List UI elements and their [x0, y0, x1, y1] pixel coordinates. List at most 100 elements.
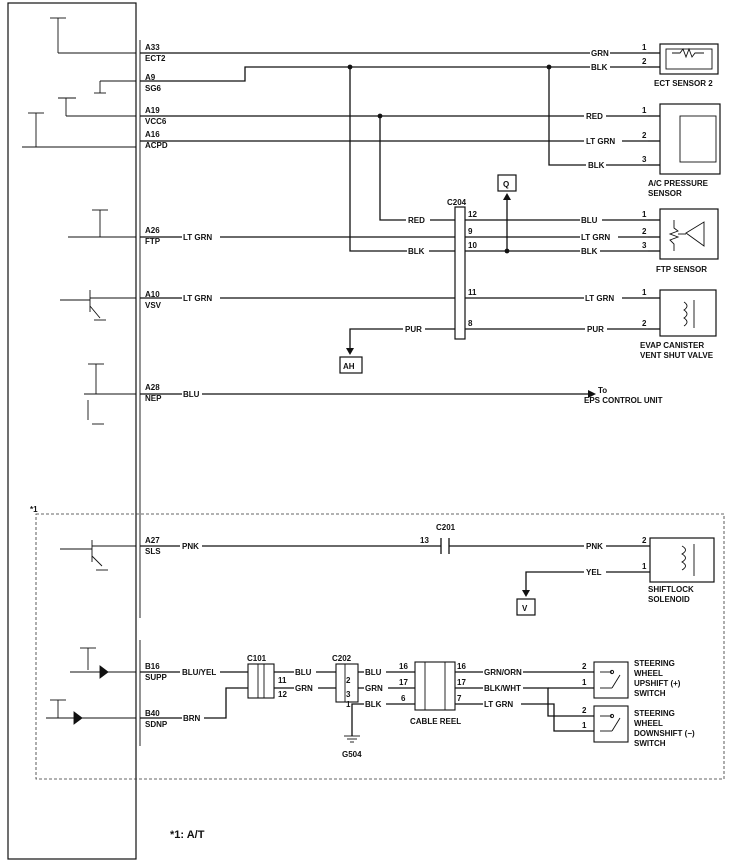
connector-label: C201: [436, 523, 456, 532]
svg-text:EPS CONTROL UNIT: EPS CONTROL UNIT: [584, 396, 663, 405]
svg-text:SHIFTLOCK: SHIFTLOCK: [648, 585, 694, 594]
svg-text:YEL: YEL: [586, 568, 602, 577]
svg-text:PNK: PNK: [182, 542, 199, 551]
wire-color-labels-upper: GRN BLK RED LT GRN BLK RED LT GRN BLK BL…: [182, 47, 622, 399]
connector-c202: C202 2 3 1: [332, 654, 359, 709]
ac-pressure-sensor: 1 2 3 A/C PRESSURE SENSOR: [642, 103, 721, 198]
svg-text:LT GRN: LT GRN: [183, 294, 212, 303]
pin-name: SG6: [145, 84, 162, 93]
svg-text:GRN: GRN: [591, 49, 609, 58]
pin-number: A10: [145, 290, 160, 299]
svg-text:C101: C101: [247, 654, 267, 663]
connector-c204: C204 12 9 10 11 8: [447, 198, 477, 340]
svg-text:16: 16: [457, 662, 466, 671]
pin-name: VCC6: [145, 117, 167, 126]
shiftlock-circuit: C201 13 PNK PNK YEL V 2 1 SHIFTLOCK SOLE…: [140, 523, 715, 616]
svg-text:Q: Q: [503, 180, 509, 189]
svg-text:C202: C202: [332, 654, 352, 663]
svg-text:A/C PRESSURE: A/C PRESSURE: [648, 179, 709, 188]
svg-text:1: 1: [582, 678, 587, 687]
wire-red-branch: [379, 116, 455, 221]
svg-text:LT GRN: LT GRN: [586, 137, 615, 146]
svg-text:SENSOR: SENSOR: [648, 189, 682, 198]
svg-text:BLK: BLK: [588, 161, 605, 170]
reference-ah: AH: [339, 356, 363, 374]
svg-text:CABLE REEL: CABLE REEL: [410, 717, 461, 726]
at-section: *1: [30, 505, 725, 780]
evap-canister-vent-shut-valve: 1 2 EVAP CANISTER VENT SHUT VALVE: [640, 288, 717, 360]
connector-label: C204: [447, 198, 467, 207]
steering-wheel-upshift-switch: 2 1 STEERING WHEEL UPSHIFT (+) SWITCH: [582, 659, 681, 699]
svg-text:11: 11: [468, 288, 477, 297]
pin-number: A28: [145, 383, 160, 392]
pin-name: ECT2: [145, 54, 166, 63]
svg-text:12: 12: [468, 210, 477, 219]
svg-text:2: 2: [642, 536, 647, 545]
eps-destination: To EPS CONTROL UNIT: [584, 386, 663, 405]
svg-text:FTP SENSOR: FTP SENSOR: [656, 265, 707, 274]
svg-text:BLK: BLK: [365, 700, 382, 709]
svg-text:LT GRN: LT GRN: [183, 233, 212, 242]
svg-text:STEERING: STEERING: [634, 709, 675, 718]
pin-name: NEP: [145, 394, 162, 403]
svg-text:1: 1: [642, 210, 647, 219]
svg-text:RED: RED: [586, 112, 603, 121]
svg-text:17: 17: [457, 678, 466, 687]
svg-text:PUR: PUR: [587, 325, 604, 334]
wire-pur: [349, 328, 455, 352]
reference-q: Q: [497, 174, 517, 192]
pin-number: A26: [145, 226, 160, 235]
pin-name: SLS: [145, 547, 161, 556]
pin-name: SUPP: [145, 673, 167, 682]
reference-v: [516, 598, 536, 616]
svg-text:LT GRN: LT GRN: [585, 294, 614, 303]
wire-blk-branch: [349, 67, 455, 252]
note-mark: *1: [30, 505, 38, 514]
pin-name: FTP: [145, 237, 161, 246]
svg-text:2: 2: [642, 319, 647, 328]
ground-g504: G504: [342, 735, 362, 759]
footnote: *1: A/T: [170, 829, 205, 841]
svg-text:G504: G504: [342, 750, 362, 759]
svg-text:2: 2: [582, 662, 587, 671]
component-label: ECT SENSOR 2: [654, 79, 713, 88]
pin-number: A19: [145, 106, 160, 115]
paddle-shift-circuit: BLU/YEL BRN C101 11 12 BLU GRN C202 2 3 …: [140, 654, 695, 759]
svg-text:1: 1: [642, 562, 647, 571]
svg-text:16: 16: [399, 662, 408, 671]
svg-text:1: 1: [642, 106, 647, 115]
pin-name: ACPD: [145, 141, 168, 150]
svg-text:VENT SHUT VALVE: VENT SHUT VALVE: [640, 351, 714, 360]
steering-wheel-downshift-switch: 2 1 STEERING WHEEL DOWNSHIFT (−) SWITCH: [582, 705, 695, 748]
svg-text:2: 2: [346, 676, 351, 685]
svg-text:2: 2: [642, 131, 647, 140]
pin-number: B16: [145, 662, 160, 671]
svg-text:EVAP CANISTER: EVAP CANISTER: [640, 341, 704, 350]
svg-text:RED: RED: [408, 216, 425, 225]
svg-text:1: 1: [642, 288, 647, 297]
svg-text:UPSHIFT (+): UPSHIFT (+): [634, 679, 681, 688]
svg-text:1: 1: [582, 721, 587, 730]
svg-text:LT GRN: LT GRN: [581, 233, 610, 242]
svg-text:BLU: BLU: [295, 668, 312, 677]
wire-ac-ground: [548, 67, 648, 166]
svg-text:To: To: [598, 386, 607, 395]
svg-text:13: 13: [420, 536, 429, 545]
svg-text:WHEEL: WHEEL: [634, 719, 663, 728]
pin-number: A9: [145, 73, 156, 82]
svg-text:2: 2: [642, 57, 647, 66]
svg-text:2: 2: [642, 227, 647, 236]
pin-number: A33: [145, 43, 160, 52]
ecm-box: [7, 2, 141, 860]
pin-name: SDNP: [145, 720, 168, 729]
svg-text:12: 12: [278, 690, 287, 699]
svg-text:GRN: GRN: [365, 684, 383, 693]
